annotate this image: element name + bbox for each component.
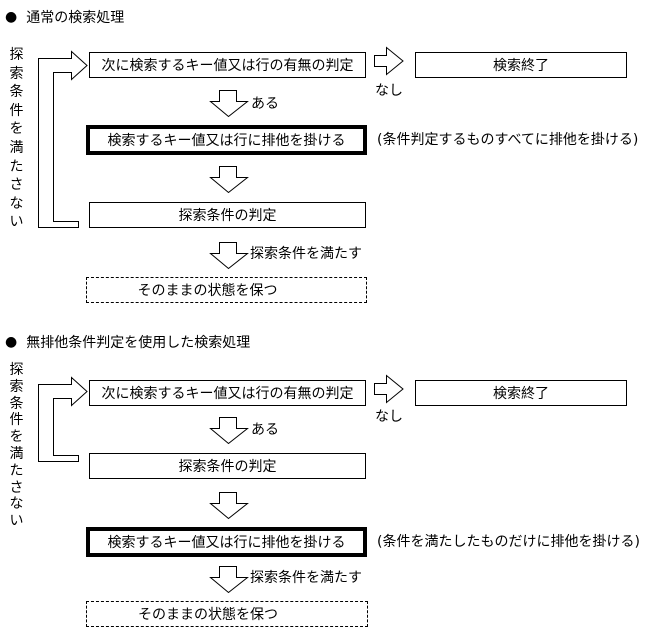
- s1-right-arrow: [374, 46, 404, 76]
- s2-down-arrow-1: [209, 417, 249, 445]
- s2-down-arrow-3: [209, 566, 249, 594]
- s2-lock-note: (条件を満たしたものだけに排他を掛ける): [377, 534, 640, 550]
- section-1-header: ● 通常の検索処理: [5, 7, 124, 27]
- s1-lock-note: (条件判定するものすべてに排他を掛ける): [377, 132, 639, 148]
- section-2-header: ● 無排他条件判定を使用した検索処理: [5, 332, 250, 352]
- s1-next-key-check-box: 次に検索するキー値又は行の有無の判定: [89, 52, 366, 78]
- s1-judge-box: 探索条件の判定: [89, 202, 366, 228]
- s1-down-arrow-2: [209, 166, 249, 194]
- s1-satisfy-label: 探索条件を満たす: [250, 246, 362, 262]
- s1-keep-state-box: そのままの状態を保つ: [86, 277, 367, 303]
- section-1-title: 通常の検索処理: [26, 10, 125, 26]
- s1-loop-condition-label: 探索条件を満たさない: [9, 47, 24, 231]
- s2-yes-label: ある: [251, 422, 279, 438]
- s1-lock-box: 検索するキー値又は行に排他を掛ける: [86, 125, 367, 155]
- s2-satisfy-label: 探索条件を満たす: [250, 570, 362, 586]
- s2-next-key-check-box: 次に検索するキー値又は行の有無の判定: [89, 380, 366, 406]
- s2-judge-box: 探索条件の判定: [89, 453, 366, 479]
- s1-loop-arrow: [38, 50, 88, 228]
- s2-loop-arrow: [38, 376, 88, 462]
- bullet-icon: ●: [5, 334, 18, 350]
- s1-no-label: なし: [375, 83, 403, 99]
- s2-loop-condition-label: 探索条件を満たさない: [9, 362, 24, 530]
- s2-keep-state-box: そのままの状態を保つ: [86, 601, 368, 627]
- s1-down-arrow-3: [209, 242, 249, 270]
- s1-down-arrow-1: [209, 90, 249, 118]
- s2-right-arrow: [374, 374, 404, 404]
- s2-down-arrow-2: [209, 492, 249, 520]
- s2-search-end-box: 検索終了: [415, 380, 627, 406]
- s1-yes-label: ある: [251, 96, 279, 112]
- s2-lock-box: 検索するキー値又は行に排他を掛ける: [86, 527, 367, 557]
- s1-search-end-box: 検索終了: [415, 52, 627, 78]
- s2-no-label: なし: [375, 409, 403, 425]
- bullet-icon: ●: [5, 9, 18, 25]
- section-2-title: 無排他条件判定を使用した検索処理: [26, 335, 251, 351]
